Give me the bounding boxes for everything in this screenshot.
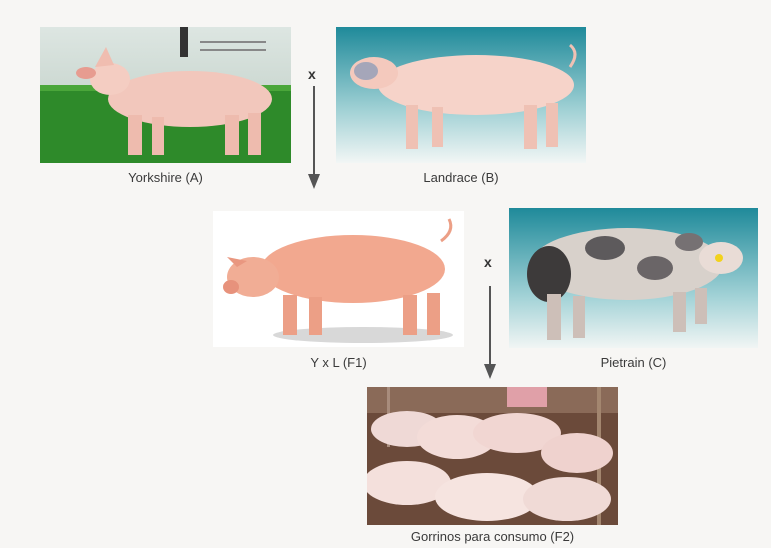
arrow-f1c-to-f2 (482, 286, 498, 380)
label-yorkshire: Yorkshire (A) (40, 170, 291, 185)
label-yxl-f1: Y x L (F1) (213, 355, 464, 370)
cross-symbol-f1-c: x (484, 254, 492, 270)
label-landrace: Landrace (B) (336, 170, 586, 185)
photo-yorkshire (40, 27, 291, 163)
photo-gorrinos-f2 (367, 387, 618, 525)
cross-symbol-a-b: x (308, 66, 316, 82)
label-gorrinos-f2: Gorrinos para consumo (F2) (367, 529, 618, 544)
photo-landrace (336, 27, 586, 163)
label-pietrain: Pietrain (C) (509, 355, 758, 370)
photo-yxl-f1 (213, 211, 464, 347)
photo-pietrain (509, 208, 758, 348)
arrow-ab-to-f1 (306, 86, 322, 190)
